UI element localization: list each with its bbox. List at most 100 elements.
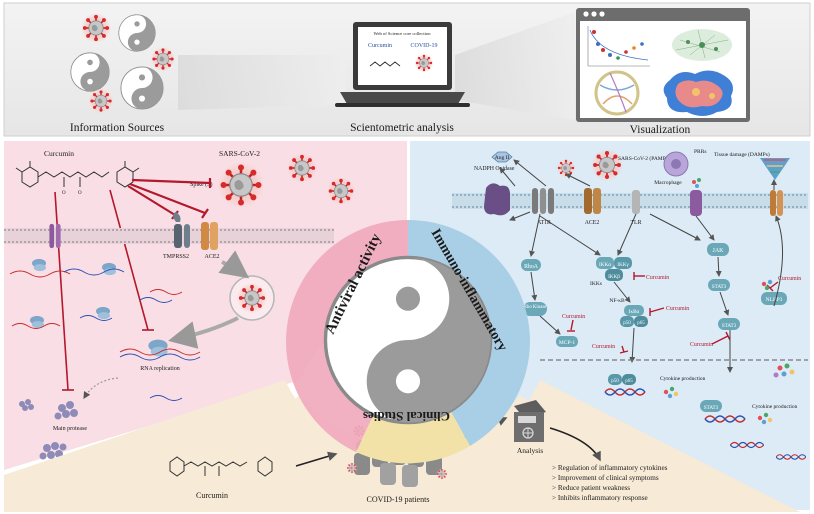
ikba-label: IκBα <box>629 309 640 315</box>
antiviral-curcumin-label: Curcumin <box>44 149 74 158</box>
p50-label: p50 <box>623 321 631 326</box>
cytokine-dots <box>663 178 795 425</box>
sars-pamps-label: SARS-CoV-2 (PAMPs) <box>618 155 670 162</box>
curcumin-nfkb-label: Curcumin <box>666 306 689 312</box>
antiviral-panel: Curcumin O O SARS-CoV-2 Spike (S) <box>4 141 407 470</box>
virus-icon <box>556 158 576 178</box>
laptop-curcumin-label: Curcumin <box>368 43 392 49</box>
carbonyl-o-left: O <box>62 191 66 196</box>
outcome-item-1: > Regulation of inflammatory cytokines <box>552 464 668 472</box>
analysis-label: Analysis <box>517 446 543 455</box>
nlrp3-label: NLRP3 <box>766 297 783 303</box>
curcumin-rho-label: Curcumin <box>562 314 585 320</box>
membrane-icon <box>4 223 334 249</box>
ace2-receptor <box>201 222 218 250</box>
ang2-hexagon <box>491 151 513 163</box>
curcumin-structure <box>15 161 140 188</box>
immuno-ace2-label: ACE2 <box>585 220 600 226</box>
nlrp3-node <box>761 292 787 305</box>
top-panel: Information Sources Web of Science core … <box>3 2 811 137</box>
yin-yang-icon <box>70 52 110 92</box>
clinical-curcumin-label: Curcumin <box>196 491 228 500</box>
ikkb-label: IKKβ <box>608 274 620 280</box>
ikkg-label: IKKγ <box>617 262 629 268</box>
stat3-dimer <box>718 318 740 330</box>
tmprss2-label: TMPRSS2 <box>163 254 189 260</box>
at1r-label: AT1R <box>537 220 551 226</box>
antiviral-sars-label: SARS-CoV-2 <box>219 149 260 158</box>
arrow-entry <box>218 250 250 279</box>
rna-strand <box>149 395 183 401</box>
curcumin-nuclear-label: Curcumin <box>592 344 615 350</box>
mini-network-chart <box>672 29 732 61</box>
clinical-studies-label: Clinical Studies <box>363 409 450 424</box>
curcumin-stat3-label: Curcumin <box>690 342 713 348</box>
laptop-covid-label: COVID-19 <box>411 43 438 49</box>
rna-strand <box>119 353 201 361</box>
yin-yang-icon <box>118 14 156 52</box>
outcome-item-3: > Reduce patient weakness <box>552 484 630 492</box>
nuclear-stat3-label: STAT3 <box>704 405 719 411</box>
information-sources-label: Information Sources <box>70 122 165 134</box>
prrs-label: PRRs <box>694 149 707 155</box>
rho-kinase-node <box>523 302 547 316</box>
ikka-label: IKKα <box>599 262 611 268</box>
macrophage-cell <box>663 151 689 177</box>
ace2-receptor-immuno <box>584 188 601 214</box>
laptop-screen-title: Web of Science core collection <box>373 31 431 36</box>
yin-yang-icon <box>120 66 164 110</box>
immuno-inhibition-marks <box>567 272 779 354</box>
nuclear-p50-label: p50 <box>611 379 619 384</box>
visualization-label: Visualization <box>630 124 691 136</box>
nadph-oxidase-label: NADPH Oxidase <box>474 166 515 172</box>
mini-chord-chart <box>594 70 640 116</box>
outcome-item-2: > Improvement of clinical symptoms <box>552 474 659 482</box>
arrow-to-patients <box>295 451 338 467</box>
ang2-label: Ang II <box>495 155 510 161</box>
rna-strand <box>119 348 201 356</box>
outcome-item-4: > Inhibits inflammatory response <box>552 494 648 502</box>
arrow-protease <box>83 377 119 400</box>
nuclear-stat3 <box>700 400 722 412</box>
at1r-receptor <box>532 188 554 214</box>
tlr-receptor <box>632 190 640 214</box>
virus-icon <box>216 160 266 210</box>
tissue-damage-label: Tissue damage (DAMPs) <box>714 151 770 158</box>
orange-receptor <box>770 190 783 216</box>
mini-cluster-map <box>663 70 733 116</box>
nuclear-p65-label: p65 <box>625 379 633 384</box>
signaling-arrows <box>499 159 783 373</box>
browser-window-icon <box>576 8 750 122</box>
rho-kinase-label: Rho Kinase <box>524 305 547 310</box>
covid-patients-label: COVID-19 patients <box>367 495 430 504</box>
prr-receptor <box>690 190 702 216</box>
rhoa-label: RhoA <box>524 264 539 270</box>
mini-scatter-chart <box>587 26 650 67</box>
rhoa-node <box>521 259 541 271</box>
damps-cone <box>760 158 790 180</box>
main-protease-label: Main protease <box>53 426 87 432</box>
ikks-label: IKKs <box>590 281 602 287</box>
tmprss2-receptor <box>173 212 190 248</box>
mcp1-node <box>556 336 578 347</box>
arrow-to-outcomes <box>549 427 601 462</box>
macrophage-label: Macrophage <box>654 180 682 186</box>
virus-icon <box>80 12 112 44</box>
ikk-complex <box>596 257 632 281</box>
carbonyl-o-right: O <box>78 191 82 196</box>
arrow-release <box>168 316 239 349</box>
clinical-curcumin-structure <box>169 456 273 477</box>
antiviral-ace2-label: ACE2 <box>205 254 220 260</box>
main-protease-clusters <box>19 399 78 460</box>
analysis-box-icon <box>514 400 546 442</box>
virus-icon <box>326 176 356 206</box>
scientometric-analysis-label: Scientometric analysis <box>350 122 454 134</box>
rna-replication-label: RNA replication <box>140 366 180 372</box>
virus-icon <box>236 282 268 314</box>
center-ring <box>285 220 531 464</box>
stat3-label: STAT3 <box>712 284 727 290</box>
virus-icon <box>414 53 434 73</box>
mcp1-label: MCP-1 <box>559 340 575 346</box>
cytokine-production-stat3: Cytokine production <box>752 404 798 410</box>
spike-label: Spike (S) <box>190 181 213 188</box>
